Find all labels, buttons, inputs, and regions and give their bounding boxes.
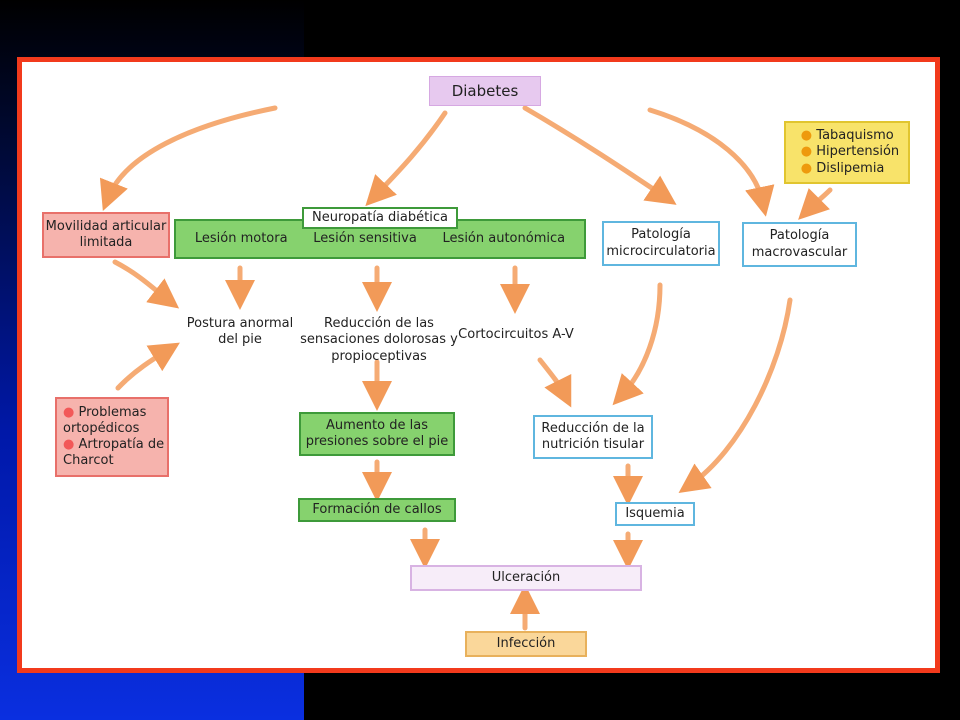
node-movilidad: Movilidad articular limitada: [42, 212, 170, 258]
risk-factors-list: ● Tabaquismo ● Hipertensión ● Dislipemia: [795, 128, 899, 177]
node-infeccion-label: Infección: [496, 635, 556, 651]
node-patologia-macro: Patología macrovascular: [742, 222, 857, 267]
node-lesion-motora: Lesión motora: [194, 230, 288, 246]
risk-factor-label: Dislipemia: [816, 160, 885, 176]
problema-label: Artropatía de Charcot: [63, 437, 165, 469]
bullet-icon: ●: [63, 437, 75, 452]
bullet-icon: ●: [800, 160, 813, 176]
node-reduccion-sensaciones: Reducción de las sensaciones dolorosas y…: [290, 316, 468, 365]
node-neuropatia-label: Neuropatía diabética: [312, 209, 448, 225]
node-ulceracion: Ulceración: [410, 565, 642, 591]
risk-factor-item: ● Tabaquismo: [801, 128, 899, 144]
risk-factor-label: Hipertensión: [816, 144, 900, 160]
node-postura-label: Postura anormal del pie: [186, 316, 294, 348]
bullet-icon: ●: [800, 128, 813, 144]
node-aumento-presiones: Aumento de las presiones sobre el pie: [299, 412, 455, 456]
node-formacion-callos-label: Formación de callos: [312, 501, 442, 517]
risk-factor-item: ● Dislipemia: [801, 161, 899, 177]
node-reduccion-nutricion-label: Reducción de la nutrición tisular: [541, 420, 645, 452]
node-patologia-macro-label: Patología macrovascular: [751, 228, 848, 260]
risk-factor-label: Tabaquismo: [816, 128, 894, 144]
node-diabetes: Diabetes: [429, 76, 541, 106]
node-patologia-micro: Patología microcirculatoria: [602, 221, 720, 266]
node-isquemia-label: Isquemia: [625, 505, 685, 521]
node-reduccion-sensaciones-label: Reducción de las sensaciones dolorosas y…: [300, 316, 458, 364]
problema-item: ● Artropatía de Charcot: [63, 437, 167, 470]
problema-label: Problemas ortopédicos: [63, 404, 147, 436]
node-movilidad-label: Movilidad articular limitada: [45, 218, 167, 250]
node-cortocircuitos-label: Cortocircuitos A-V: [458, 327, 574, 342]
node-problemas: ● Problemas ortopédicos ● Artropatía de …: [55, 397, 169, 477]
node-isquemia: Isquemia: [615, 502, 695, 526]
problemas-list: ● Problemas ortopédicos ● Artropatía de …: [57, 405, 167, 470]
node-risk-factors: ● Tabaquismo ● Hipertensión ● Dislipemia: [784, 121, 910, 184]
node-lesion-autonomica: Lesión autonómica: [442, 230, 566, 246]
node-ulceracion-label: Ulceración: [491, 569, 561, 585]
node-diabetes-label: Diabetes: [451, 81, 519, 100]
node-cortocircuitos: Cortocircuitos A-V: [452, 327, 580, 343]
node-neuropatia-title: Neuropatía diabética: [302, 207, 458, 229]
bullet-icon: ●: [63, 404, 75, 420]
bullet-icon: ●: [800, 144, 813, 160]
node-formacion-callos: Formación de callos: [298, 498, 456, 522]
node-lesion-sensitiva: Lesión sensitiva: [313, 230, 417, 246]
node-reduccion-nutricion: Reducción de la nutrición tisular: [533, 415, 653, 459]
risk-factor-item: ● Hipertensión: [801, 144, 899, 160]
node-patologia-micro-label: Patología microcirculatoria: [606, 227, 716, 259]
node-infeccion: Infección: [465, 631, 587, 657]
problema-item: ● Problemas ortopédicos: [63, 405, 167, 438]
node-aumento-presiones-label: Aumento de las presiones sobre el pie: [305, 417, 449, 449]
node-postura: Postura anormal del pie: [180, 316, 300, 349]
